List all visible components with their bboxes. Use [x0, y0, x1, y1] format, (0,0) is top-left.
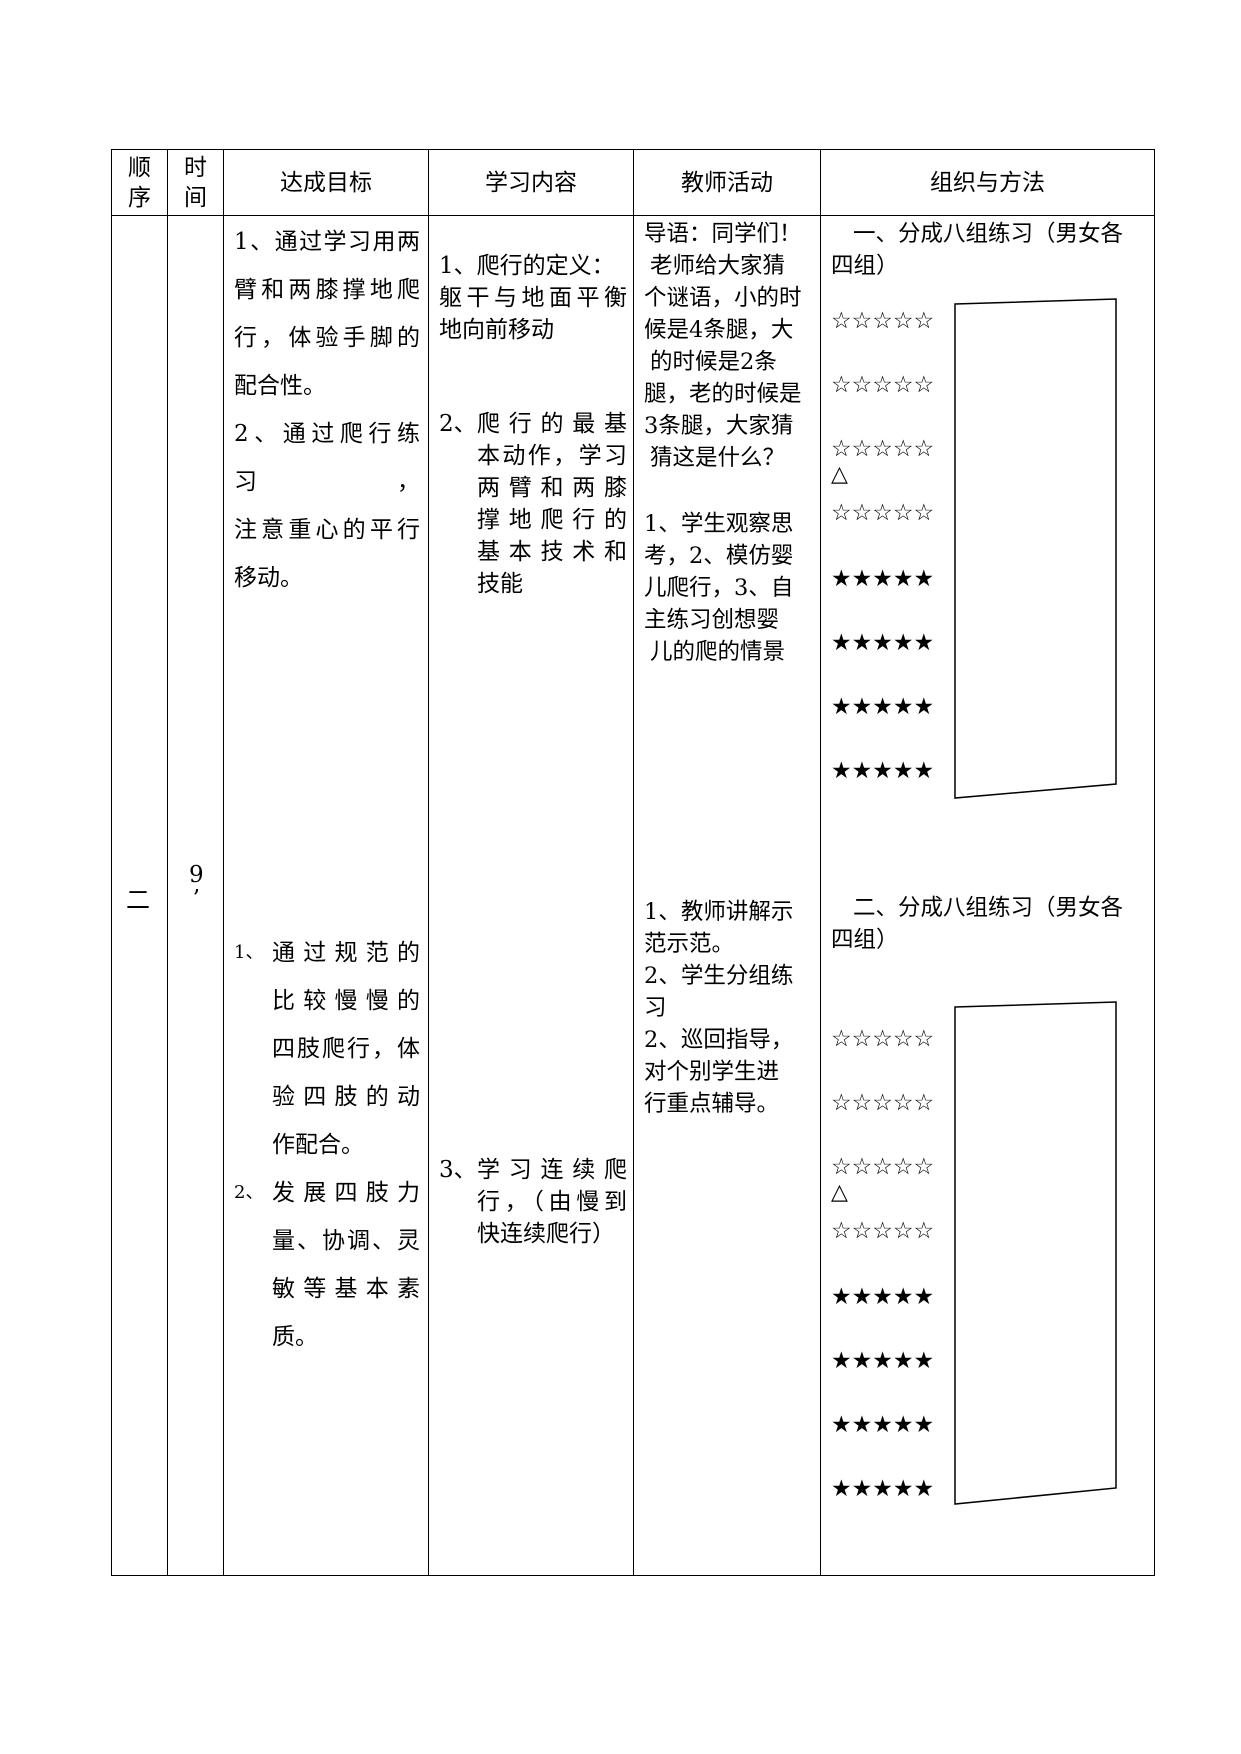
- practice-area-1: [954, 298, 1117, 799]
- boys-row: ★★★★★: [831, 694, 935, 720]
- header-order: 顺序: [111, 149, 168, 216]
- girls-row: ☆☆☆☆☆: [831, 436, 935, 462]
- header-content: 学习内容: [428, 149, 634, 216]
- header-teacher: 教师活动: [633, 149, 821, 216]
- boys-row: ★★★★★: [831, 630, 935, 656]
- org-method-2: 二、分成八组练习（男女各 四组）: [831, 895, 1124, 953]
- time-cell: 9’: [167, 215, 224, 1576]
- org-method-1: 一、分成八组练习（男女各 四组）: [831, 221, 1124, 279]
- goal-part1: 1、通过学习用两 臂和两膝撑地爬 行，体验手脚的 配合性。 2、通过爬行练习， …: [234, 229, 420, 591]
- boys-row: ★★★★★: [831, 1476, 935, 1502]
- teacher-cell: 导语：同学们！ 老师给大家猜 个谜语，小的时 候是4条腿，大 的时候是2条 腿，…: [633, 215, 821, 1576]
- boys-row: ★★★★★: [831, 1284, 935, 1310]
- girls-row: ☆☆☆☆☆: [831, 308, 935, 334]
- girls-row: ☆☆☆☆☆: [831, 1154, 935, 1180]
- body-row: 二 9’ 1、通过学习用两 臂和两膝撑地爬 行，体验手脚的 配合性。 2、通过爬…: [111, 215, 1155, 1576]
- time-value: 9’: [189, 862, 204, 912]
- header-row: 顺序 时间 达成目标 学习内容 教师活动 组织与方法: [111, 149, 1155, 216]
- boys-row: ★★★★★: [831, 1348, 935, 1374]
- goal-cell: 1、通过学习用两 臂和两膝撑地爬 行，体验手脚的 配合性。 2、通过爬行练习， …: [223, 215, 429, 1576]
- teacher-position-icon: △: [831, 462, 848, 487]
- order-value: 二: [126, 886, 150, 914]
- header-time: 时间: [167, 149, 224, 216]
- content-item1: 1、爬行的定义： 躯干与地面平衡 地向前移动: [439, 253, 627, 343]
- girls-row: ☆☆☆☆☆: [831, 1218, 935, 1244]
- girls-row: ☆☆☆☆☆: [831, 1026, 935, 1052]
- teacher-guidance: 1、教师讲解示 范示范。 2、学生分组练 习 2、巡回指导， 对个别学生进 行重…: [644, 899, 794, 1117]
- content-item2: 2、 爬行的最基 本动作，学习 两臂和两膝 撑地爬行的 基本技术和 技能: [439, 411, 627, 597]
- teacher-intro: 导语：同学们！ 老师给大家猜 个谜语，小的时 候是4条腿，大 的时候是2条 腿，…: [644, 221, 802, 471]
- boys-row: ★★★★★: [831, 758, 935, 784]
- lesson-plan-table: 顺序 时间 达成目标 学习内容 教师活动 组织与方法 二 9’: [111, 149, 1155, 1576]
- girls-row: ☆☆☆☆☆: [831, 500, 935, 526]
- org-cell: 一、分成八组练习（男女各 四组） ☆☆☆☆☆ ☆☆☆☆☆ ☆☆☆☆☆ △ ☆☆☆…: [820, 215, 1155, 1576]
- boys-row: ★★★★★: [831, 1412, 935, 1438]
- teacher-student-activity: 1、学生观察思 考，2、模仿婴 儿爬行，3、自 主练习创想婴 儿的爬的情景: [644, 511, 794, 665]
- content-item3: 3、 学习连续爬 行，（由慢到 快连续爬行）: [439, 1157, 627, 1247]
- practice-area-2: [954, 1001, 1117, 1505]
- girls-row: ☆☆☆☆☆: [831, 1090, 935, 1116]
- teacher-position-icon: △: [831, 1180, 848, 1205]
- girls-row: ☆☆☆☆☆: [831, 372, 935, 398]
- header-goal: 达成目标: [223, 149, 429, 216]
- header-org: 组织与方法: [820, 149, 1155, 216]
- content-cell: 1、爬行的定义： 躯干与地面平衡 地向前移动 2、 爬行的最基 本动作，学习 两…: [428, 215, 634, 1576]
- goal-part2: 1、 通过规范的 比较慢慢的 四肢爬行，体 验四肢的动 作配合。 2、 发展四肢…: [234, 940, 420, 1350]
- boys-row: ★★★★★: [831, 566, 935, 592]
- order-cell: 二: [111, 215, 168, 1576]
